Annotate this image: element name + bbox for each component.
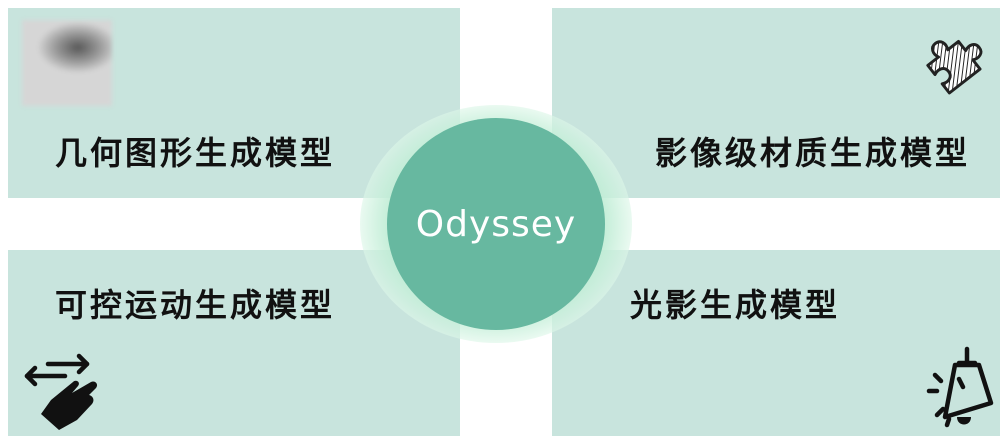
- hub-circle: Odyssey: [387, 118, 605, 330]
- swipe-hand-icon: [24, 353, 98, 430]
- lamp-icon: [926, 346, 994, 428]
- card-label-motion: 可控运动生成模型: [55, 286, 336, 324]
- hub-title: Odyssey: [415, 203, 577, 245]
- card-label-material: 影像级材质生成模型: [654, 134, 970, 172]
- card-label-lighting: 光影生成模型: [630, 286, 841, 324]
- blurred-thumbnail-icon: [22, 20, 112, 106]
- card-bottom-right: [552, 250, 1000, 436]
- card-top-right: [552, 8, 1000, 198]
- card-label-geometry: 几何图形生成模型: [55, 134, 336, 172]
- puzzle-piece-icon: [926, 39, 983, 95]
